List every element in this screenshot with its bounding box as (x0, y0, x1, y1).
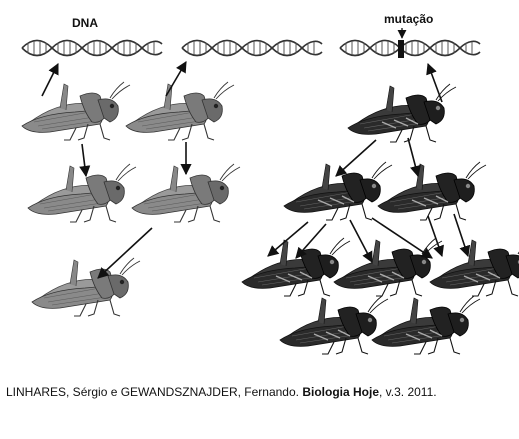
dna-label: DNA (72, 16, 98, 30)
arrow (165, 61, 187, 97)
evolution-diagram: DNA mutação (21, 12, 519, 355)
citation-title: Biologia Hoje (302, 385, 379, 399)
arrow (427, 215, 444, 258)
arrow (426, 62, 443, 103)
grasshopper-icon (347, 83, 457, 143)
citation-rest: , v.3. 2011. (379, 385, 437, 399)
grasshopper-icon (241, 237, 351, 297)
citation-caption: LINHARES, Sérgio e GEWANDSZNAJDER, Ferna… (6, 383, 511, 402)
grasshopper-icon (279, 295, 389, 355)
arrow (79, 143, 91, 178)
arrow (41, 62, 59, 97)
arrow (349, 219, 373, 263)
arrow (371, 217, 433, 259)
grasshopper-icon (377, 161, 487, 221)
grasshopper-icon (333, 237, 443, 297)
arrow (267, 221, 309, 257)
arrow (453, 213, 471, 258)
dna-helix-icon (181, 39, 323, 57)
dna-helix-icon (339, 39, 481, 57)
grasshopper-icon (31, 257, 141, 317)
arrow (407, 137, 421, 178)
arrow (295, 223, 327, 259)
mutation-label: mutação (384, 12, 433, 26)
grasshopper-icon (125, 81, 235, 141)
grasshopper-icon (283, 161, 393, 221)
grasshopper-icon (21, 81, 131, 141)
arrow (97, 227, 153, 279)
citation-authors: LINHARES, Sérgio e GEWANDSZNAJDER, Ferna… (6, 385, 303, 399)
arrow (335, 139, 377, 177)
grasshopper-icon (429, 237, 519, 297)
mutation-marker (398, 40, 404, 58)
dna-helix-icon (21, 39, 163, 57)
grasshopper-icon (27, 163, 137, 223)
grasshopper-icon (371, 295, 481, 355)
